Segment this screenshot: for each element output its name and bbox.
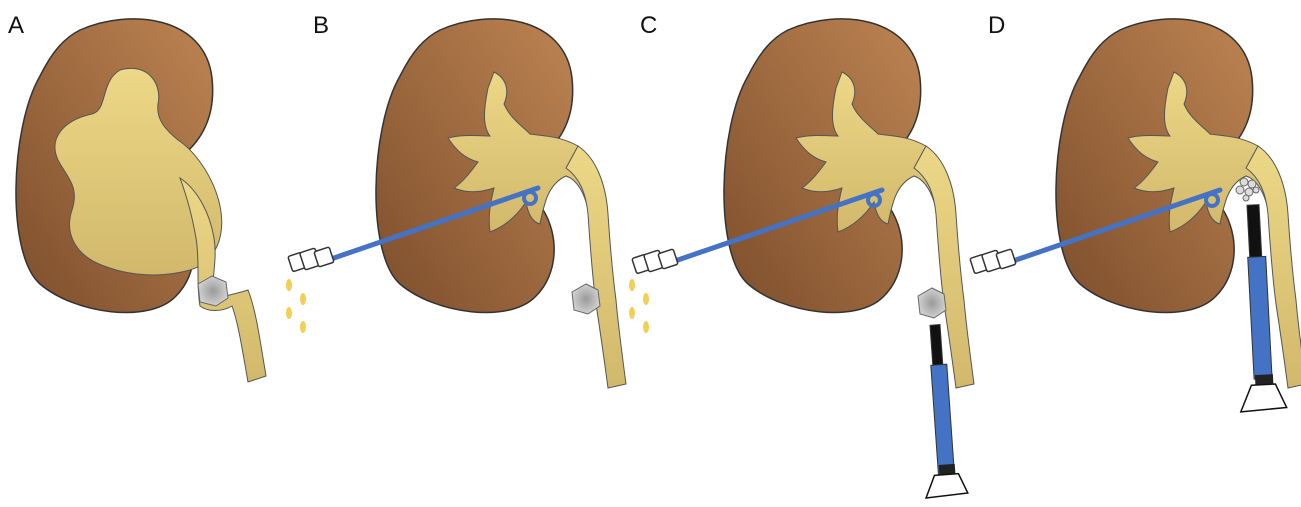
drainage-drops-b xyxy=(286,279,306,333)
panel-b: B xyxy=(286,12,626,388)
panel-label-c: C xyxy=(640,12,657,39)
stone-fragments-d xyxy=(1236,178,1259,201)
stone-c xyxy=(918,288,946,318)
stone-b xyxy=(572,284,600,314)
panel-label-a: A xyxy=(8,12,24,39)
panel-label-b: B xyxy=(313,12,329,39)
panel-c: C xyxy=(629,12,974,498)
ureter-a xyxy=(180,178,266,382)
panel-a: A xyxy=(8,12,266,382)
kidney-b xyxy=(376,19,626,388)
panel-label-d: D xyxy=(988,12,1005,39)
drainage-drops-c xyxy=(629,279,649,333)
panel-d: D xyxy=(970,12,1301,412)
